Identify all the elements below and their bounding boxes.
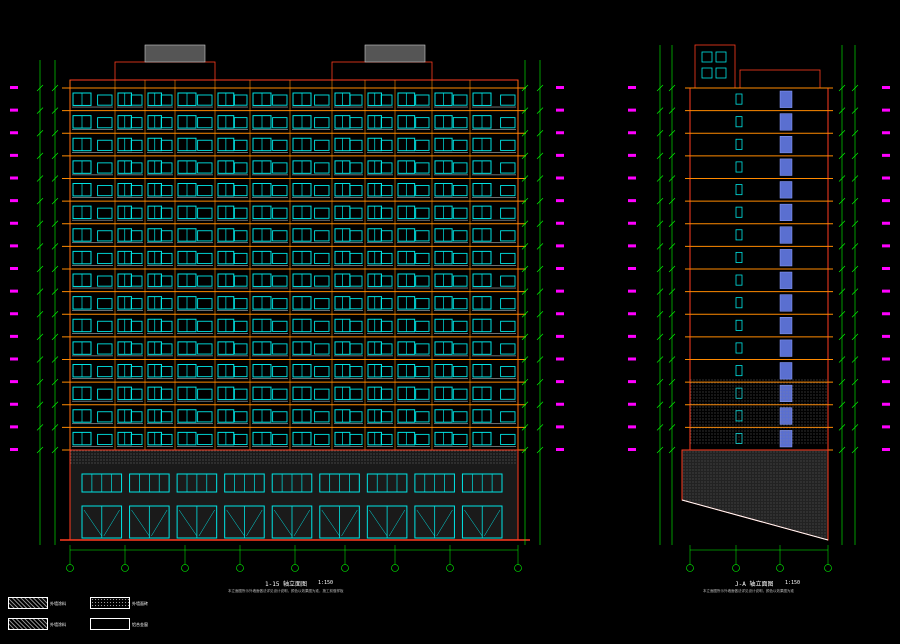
front-elevation-scale: 1:150 [318, 580, 334, 586]
side-elevation-note: 本立面图所示外墙面做法详见设计说明，颜色以效果图为准 [703, 589, 794, 593]
legend-swatch-4 [90, 618, 130, 630]
legend-swatch-3 [8, 618, 48, 630]
legend-label-3: 外墙涂料 [50, 622, 66, 627]
front-elevation-note: 本立面图所示外墙面做法详见设计说明，颜色以效果图为准，施工前做样板 [228, 589, 344, 593]
legend-swatch-2 [90, 597, 130, 609]
side-elevation-title: J-A 轴立面图 [735, 581, 774, 588]
front-elevation-title: 1-15 轴立面图 [265, 581, 308, 588]
legend-label-1: 外墙涂料 [50, 601, 66, 606]
side-elevation [681, 44, 833, 541]
dimension-lines [10, 45, 890, 572]
legend-label-4: 铝合金窗 [132, 622, 148, 627]
legend-label-2: 外墙面砖 [132, 601, 148, 606]
side-elevation-scale: 1:150 [785, 580, 801, 586]
legend-swatch-1 [8, 597, 48, 609]
front-elevation [60, 44, 530, 541]
